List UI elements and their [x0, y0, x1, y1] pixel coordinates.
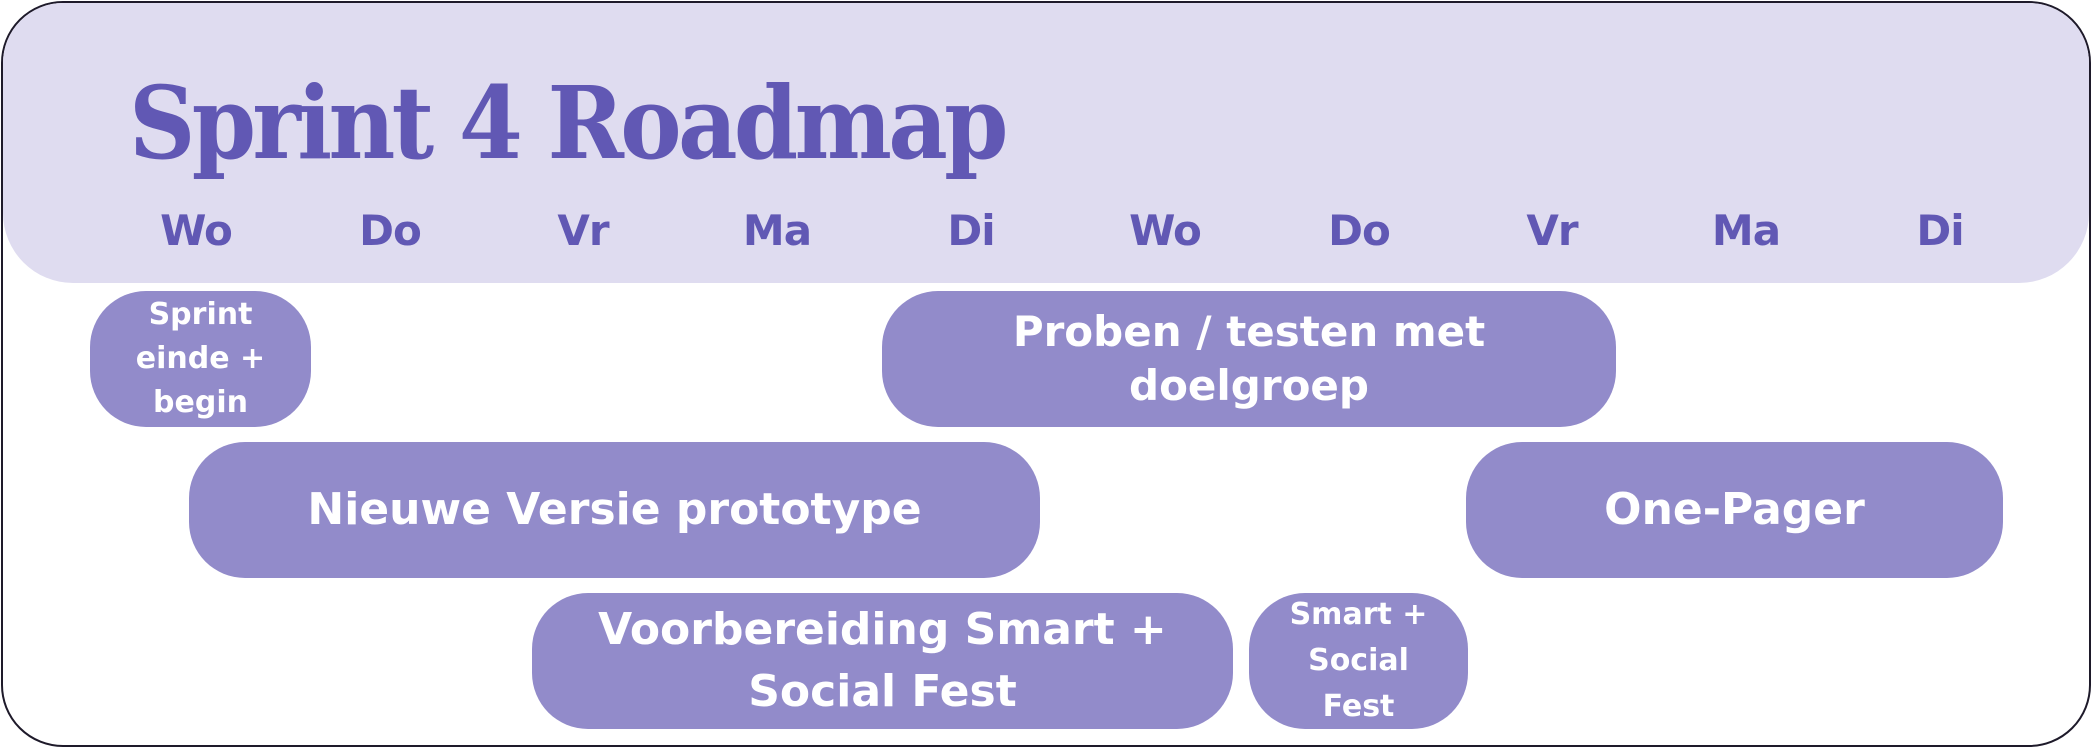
page-title: Sprint 4 Roadmap [129, 64, 1008, 182]
task-bar-smart-social-fest[interactable]: Smart + Social Fest [1249, 593, 1468, 729]
task-label: Voorbereiding Smart + Social Fest [598, 604, 1167, 717]
task-bar-proben-testen[interactable]: Proben / testen met doelgroep [882, 291, 1616, 427]
header-band: Sprint 4 Roadmap Wo Do Vr Ma Di Wo Do Vr… [3, 3, 2089, 283]
day-label-vr-2: Vr [1526, 206, 1578, 255]
task-label: Sprint einde + begin [135, 297, 266, 420]
day-label-di-1: Di [947, 206, 995, 255]
day-label-di-2: Di [1916, 206, 1964, 255]
day-label-vr-1: Vr [557, 206, 609, 255]
day-label-ma-2: Ma [1711, 206, 1781, 255]
day-label-wo-1: Wo [160, 206, 233, 255]
task-label: Nieuwe Versie prototype [307, 484, 922, 535]
task-label: Proben / testen met doelgroep [1012, 307, 1486, 410]
task-bar-nieuwe-versie-prototype[interactable]: Nieuwe Versie prototype [189, 442, 1040, 578]
task-label: One-Pager [1604, 484, 1865, 535]
task-label: Smart + Social Fest [1289, 597, 1428, 724]
task-bar-sprint-einde-begin[interactable]: Sprint einde + begin [90, 291, 311, 427]
day-label-wo-2: Wo [1129, 206, 1202, 255]
day-label-do-1: Do [359, 206, 422, 255]
day-label-ma-1: Ma [742, 206, 812, 255]
task-bar-voorbereiding-smart-social-fest[interactable]: Voorbereiding Smart + Social Fest [532, 593, 1233, 729]
day-label-do-2: Do [1328, 206, 1391, 255]
task-bar-one-pager[interactable]: One-Pager [1466, 442, 2003, 578]
